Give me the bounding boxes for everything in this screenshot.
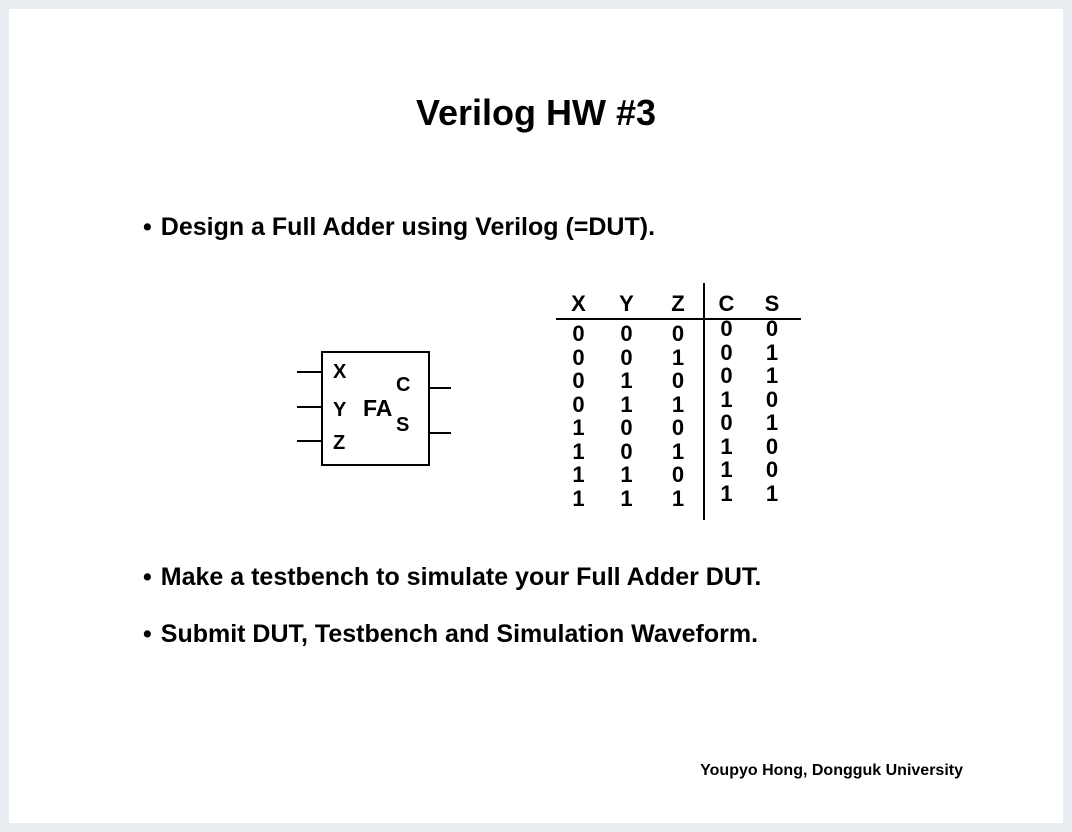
input-pin-label-z: Z — [333, 432, 346, 454]
truth-table-row: 0 0 0 0 0 — [556, 317, 801, 346]
truth-table-cell: 1 — [720, 433, 733, 459]
truth-table-row: 0 0 1 0 1 — [556, 340, 801, 370]
truth-table-row: 1 1 1 1 1 — [556, 481, 801, 511]
truth-table-cell: 0 — [620, 415, 633, 440]
truth-table-cell: 0 — [671, 462, 685, 487]
bullet-marker: • — [143, 563, 152, 591]
truth-table-cell: 0 — [620, 344, 633, 370]
truth-table-cell: 1 — [671, 485, 685, 511]
output-wire-c — [430, 387, 451, 389]
full-adder-block-diagram: X Y Z C S FA — [321, 351, 430, 466]
truth-table-cell: 0 — [572, 344, 585, 370]
input-pin-label-x: X — [333, 361, 347, 383]
truth-table-cell: 1 — [620, 368, 633, 393]
truth-table-cell: 0 — [720, 339, 733, 365]
truth-table-cell: 0 — [765, 457, 779, 482]
truth-table-header-s: S — [764, 291, 780, 316]
truth-table-cell: 0 — [720, 316, 733, 341]
output-pin-label-c: C — [396, 374, 411, 396]
truth-table-cell: 1 — [671, 438, 685, 464]
truth-table-io-divider — [703, 283, 705, 520]
truth-table-cell: 1 — [765, 363, 779, 388]
truth-table-cell: 1 — [720, 386, 733, 412]
slide-page: Verilog HW #3 • Design a Full Adder using… — [9, 9, 1063, 823]
truth-table-cell: 1 — [572, 438, 585, 464]
truth-table-cell: 1 — [720, 457, 733, 482]
truth-table-row: 1 0 1 1 0 — [556, 434, 801, 464]
bullet-submit: • Submit DUT, Testbench and Simulation Wa… — [143, 622, 758, 647]
truth-table-cell: 1 — [572, 462, 585, 487]
truth-table-header-x: X — [571, 291, 586, 316]
truth-table-cell: 1 — [671, 344, 685, 370]
truth-table-row: 0 1 0 0 1 — [556, 364, 801, 393]
truth-table-cell: 1 — [620, 391, 633, 417]
truth-table-row: 0 1 1 1 0 — [556, 387, 801, 417]
input-wire-y — [297, 406, 321, 408]
truth-table-cell: 1 — [765, 339, 779, 365]
truth-table-cell: 1 — [620, 462, 633, 487]
bullet-text: Design a Full Adder using Verilog (=DUT)… — [160, 213, 656, 241]
bullet-text: Submit DUT, Testbench and Simulation Wav… — [160, 620, 759, 648]
truth-table-header-y: Y — [619, 291, 634, 316]
truth-table-cell: 0 — [572, 368, 585, 393]
bullet-design-dut: • Design a Full Adder using Verilog (=DUT… — [143, 215, 655, 240]
bullet-marker: • — [143, 213, 152, 241]
truth-table-cell: 0 — [572, 321, 585, 346]
truth-table-header-z: Z — [671, 291, 685, 316]
truth-table-cell: 0 — [765, 316, 779, 341]
truth-table-cell: 0 — [671, 368, 685, 393]
truth-table-cell: 1 — [765, 410, 779, 435]
input-wire-x — [297, 371, 321, 373]
truth-table-cell: 1 — [572, 415, 585, 440]
truth-table-cell: 0 — [671, 415, 685, 440]
truth-table-cell: 0 — [620, 321, 633, 346]
truth-table-cell: 1 — [720, 480, 733, 506]
truth-table-row: 1 0 0 0 1 — [556, 411, 801, 440]
page-title: Verilog HW #3 — [415, 92, 657, 133]
truth-table-cell: 1 — [765, 480, 779, 506]
truth-table-row: 1 1 0 1 0 — [556, 458, 801, 487]
truth-table-cell: 0 — [720, 410, 733, 435]
truth-table-cell: 0 — [765, 386, 779, 412]
bullet-make-testbench: • Make a testbench to simulate your Full … — [143, 565, 761, 590]
truth-table-cell: 0 — [620, 438, 633, 464]
truth-table-cell: 0 — [720, 363, 733, 388]
output-wire-s — [430, 432, 451, 434]
truth-table-cell: 1 — [572, 485, 585, 511]
truth-table-cell: 1 — [620, 485, 633, 511]
output-pin-label-s: S — [396, 414, 410, 436]
input-wire-z — [297, 440, 321, 442]
bullet-text: Make a testbench to simulate your Full A… — [160, 563, 762, 591]
truth-table-cell: 0 — [671, 321, 685, 346]
truth-table-cell: 0 — [765, 433, 779, 459]
bullet-marker: • — [143, 620, 152, 648]
input-pin-label-y: Y — [333, 399, 347, 421]
truth-table-header-c: C — [718, 291, 735, 316]
truth-table-header: X Y Z C S — [556, 283, 801, 320]
author-credit: Youpyo Hong, Dongguk University — [700, 762, 963, 779]
truth-table-cell: 1 — [671, 391, 685, 417]
fa-block-label: FA — [363, 395, 393, 421]
truth-table-cell: 0 — [572, 391, 585, 417]
